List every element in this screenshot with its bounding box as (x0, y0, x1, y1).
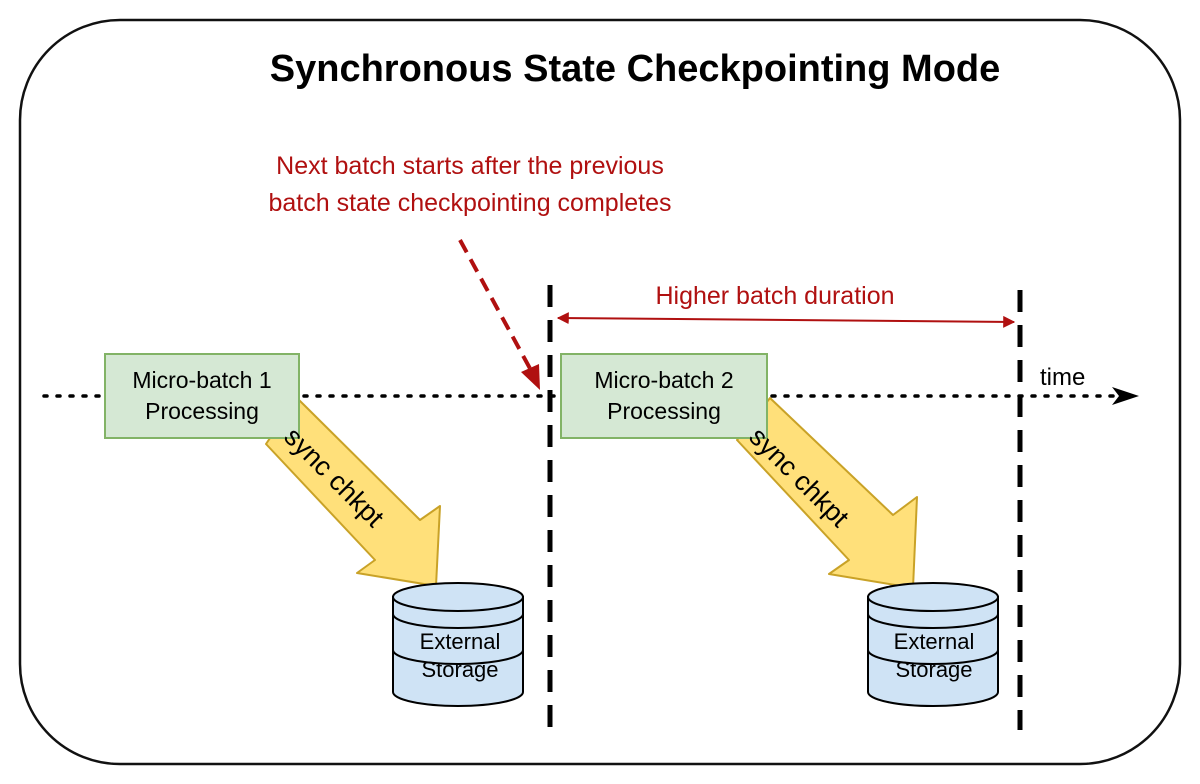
annotation-arrow (458, 239, 535, 375)
micro-batch-1-title: Micro-batch 1 (132, 367, 272, 393)
external-storage-2-label: External Storage (869, 628, 999, 684)
micro-batch-2-box: Micro-batch 2 Processing (560, 353, 768, 439)
diagram-title: Synchronous State Checkpointing Mode (269, 48, 1001, 90)
duration-label: Higher batch duration (655, 282, 895, 310)
external-storage-2 (867, 582, 999, 707)
annotation-line-2: batch state checkpointing completes (268, 189, 672, 217)
annotation-line-1: Next batch starts after the previous (276, 152, 664, 180)
sync-checkpoint-arrow-2 (736, 397, 918, 589)
timeline-arrowhead (1112, 387, 1139, 405)
annotation-text: Next batch starts after the previous bat… (200, 148, 740, 222)
time-label: time (1040, 364, 1086, 391)
micro-batch-2-subtitle: Processing (607, 398, 721, 424)
external-storage-1-label: External Storage (395, 628, 525, 684)
external-storage-1-line-1: External (419, 629, 501, 654)
micro-batch-1-subtitle: Processing (145, 398, 259, 424)
sync-checkpoint-arrow-1 (265, 397, 441, 587)
external-storage-1 (392, 582, 524, 707)
duration-arrow (556, 312, 1016, 328)
external-storage-1-line-2: Storage (421, 657, 499, 682)
micro-batch-1-box: Micro-batch 1 Processing (104, 353, 300, 439)
external-storage-2-line-1: External (893, 629, 975, 654)
micro-batch-2-title: Micro-batch 2 (594, 367, 734, 393)
external-storage-2-line-2: Storage (895, 657, 973, 682)
annotation-arrowhead (521, 364, 540, 390)
